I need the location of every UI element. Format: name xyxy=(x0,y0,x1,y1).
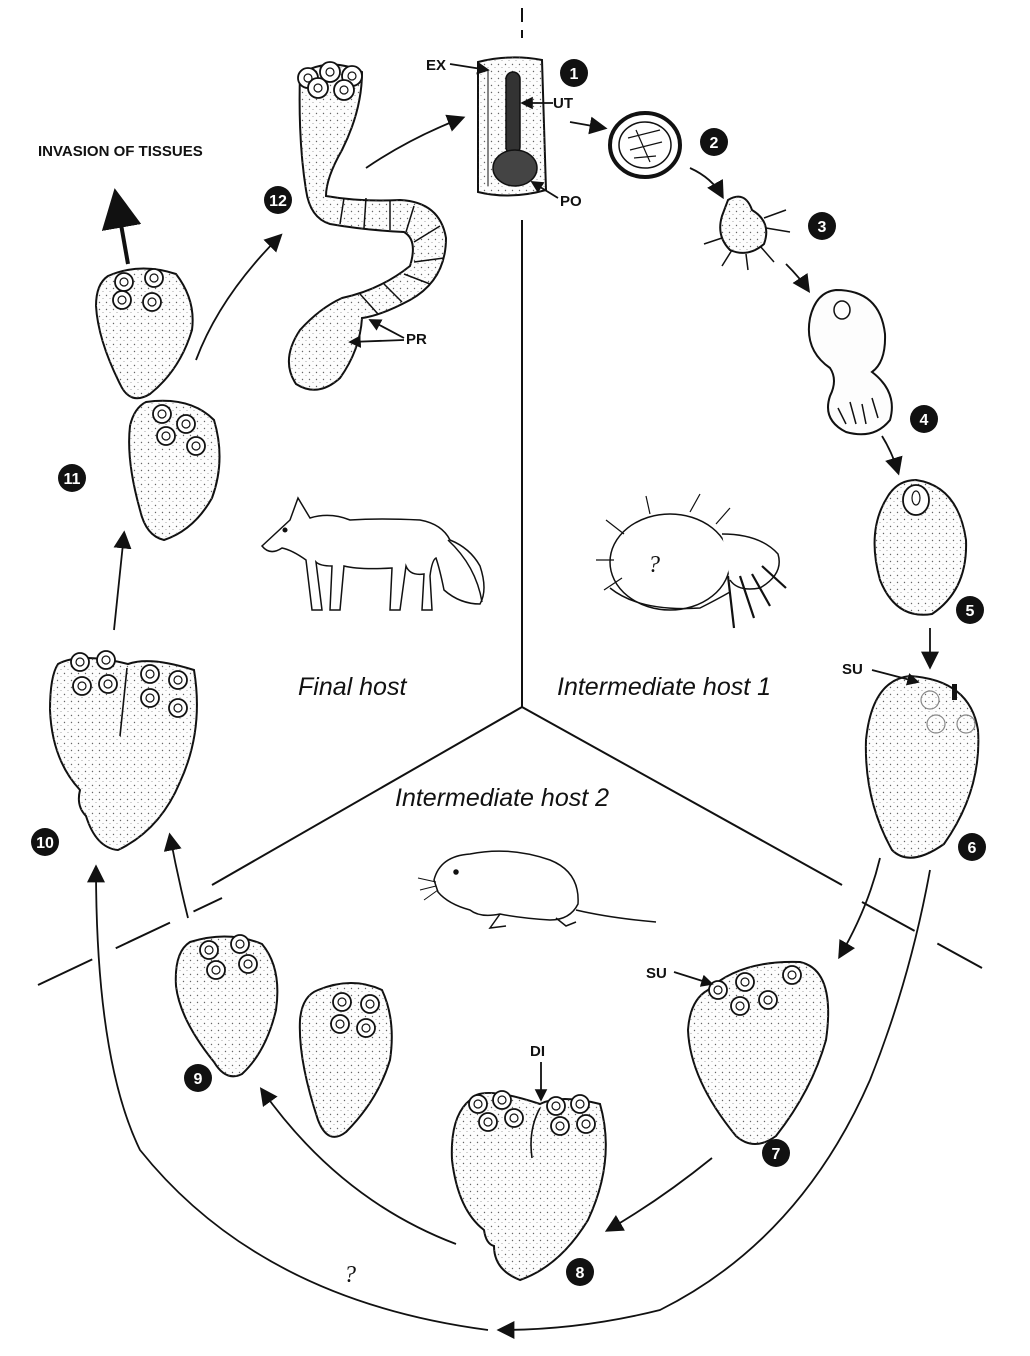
arrow-4-to-5 xyxy=(881,435,903,476)
svg-text:3: 3 xyxy=(818,219,827,236)
arrow-10-to-11 xyxy=(113,530,132,631)
arrow-8-to-10-uncertain xyxy=(87,864,489,1331)
stage-4-developing-larva xyxy=(808,288,893,436)
stage-3-oncosphere xyxy=(703,195,791,271)
stage-badge-11: 11 xyxy=(58,464,86,492)
stage-badge-4: 4 xyxy=(910,405,938,433)
label-ut: UT xyxy=(553,95,573,112)
label-po: PO xyxy=(560,193,582,210)
arrow-2-to-3 xyxy=(689,167,724,200)
stage-1-proglottid xyxy=(477,56,548,197)
stage-badge-6: 6 xyxy=(958,833,986,861)
arrow-invasion xyxy=(101,188,142,265)
arrow-8-to-9 xyxy=(259,1087,457,1245)
stage-badges: 1 2 3 4 5 6 7 8 9 10 11 12 xyxy=(31,59,986,1286)
sector-dividers xyxy=(37,8,983,986)
arrow-3-to-4 xyxy=(785,263,810,293)
label-di: DI xyxy=(530,1043,545,1060)
intermediate-host-1-label: Intermediate host 1 xyxy=(557,673,771,701)
pointer-ex xyxy=(449,62,490,75)
label-su-1: SU xyxy=(842,661,863,678)
stage-10-dividing-larva xyxy=(48,650,198,852)
stage-7-larva xyxy=(686,960,830,1145)
stage-badge-9: 9 xyxy=(184,1064,212,1092)
svg-text:2: 2 xyxy=(710,135,719,152)
svg-text:10: 10 xyxy=(36,835,54,852)
arrow-1-to-2 xyxy=(569,116,608,135)
svg-text:1: 1 xyxy=(570,66,579,83)
stage-5-cysticercoid xyxy=(873,478,968,616)
pointer-pr-2 xyxy=(348,335,405,348)
stage-badge-10: 10 xyxy=(31,828,59,856)
arrow-6-to-8 xyxy=(496,869,931,1339)
svg-text:5: 5 xyxy=(966,603,975,620)
svg-text:4: 4 xyxy=(920,412,929,429)
stage-badge-8: 8 xyxy=(566,1258,594,1286)
stage-badge-5: 5 xyxy=(956,596,984,624)
stage-2-egg xyxy=(608,111,682,179)
stage-badge-2: 2 xyxy=(700,128,728,156)
stage-11-larva-b xyxy=(128,399,221,542)
arrow-7-to-8 xyxy=(604,1157,713,1232)
arrow-9-to-10 xyxy=(163,832,189,919)
stage-9-larva-a xyxy=(174,934,279,1078)
final-host-label: Final host xyxy=(298,673,407,701)
pointer-su-1 xyxy=(871,669,920,686)
invasion-of-tissues-label: INVASION OF TISSUES xyxy=(38,143,203,160)
fox-illustration-icon xyxy=(260,496,485,611)
stage-11-larva-a xyxy=(94,267,194,400)
stage-badge-3: 3 xyxy=(808,212,836,240)
stage-9-larva-b xyxy=(298,982,393,1138)
svg-text:11: 11 xyxy=(64,471,81,488)
arrow-11-to-12 xyxy=(195,233,283,361)
svg-text:8: 8 xyxy=(576,1265,585,1282)
stage-12-adult-worm xyxy=(288,61,448,391)
mite-illustration-icon xyxy=(596,493,787,629)
question-host: ? xyxy=(648,552,660,578)
svg-text:7: 7 xyxy=(772,1146,781,1163)
question-path: ? xyxy=(344,1262,356,1288)
pointer-po xyxy=(530,181,559,199)
label-pr: PR xyxy=(406,331,427,348)
arrow-6-to-7 xyxy=(838,857,881,960)
label-su-2: SU xyxy=(646,965,667,982)
svg-text:9: 9 xyxy=(194,1071,203,1088)
svg-text:12: 12 xyxy=(269,193,287,210)
pointer-su-2 xyxy=(673,971,714,987)
pointer-pr-1 xyxy=(368,319,405,339)
stage-badge-1: 1 xyxy=(560,59,588,87)
stage-badge-7: 7 xyxy=(762,1139,790,1167)
stage-8-dividing-larva xyxy=(450,1090,607,1282)
intermediate-host-2-label: Intermediate host 2 xyxy=(395,784,609,812)
stage-badge-12: 12 xyxy=(264,186,292,214)
vole-illustration-icon xyxy=(417,850,657,929)
svg-text:6: 6 xyxy=(968,840,977,857)
stage-6-larva xyxy=(864,674,980,859)
label-ex: EX xyxy=(426,57,446,74)
arrow-12-to-1 xyxy=(365,114,466,169)
